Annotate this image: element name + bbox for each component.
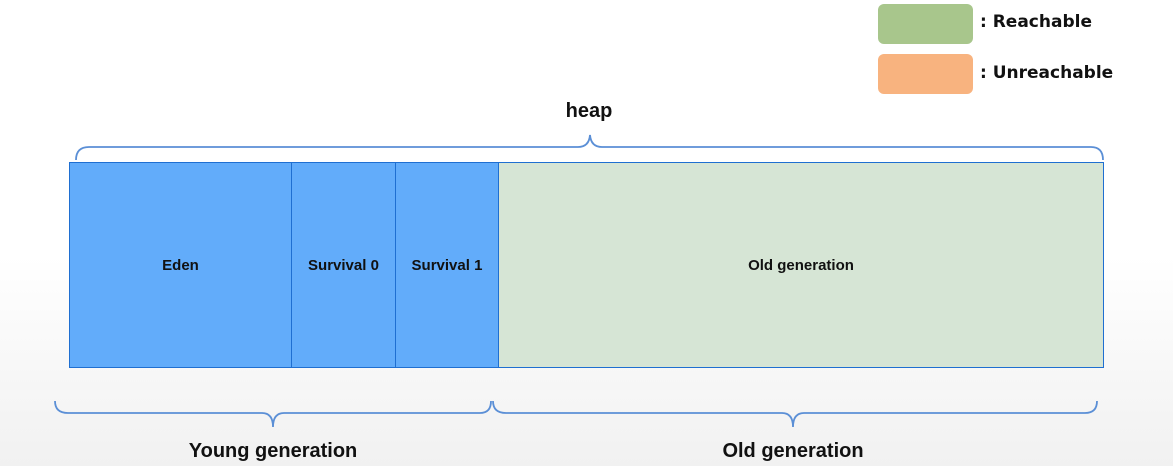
legend-label-unreachable: : Unreachable	[980, 63, 1114, 83]
survival0-block: Survival 0	[291, 162, 396, 368]
legend-label-reachable: : Reachable	[980, 12, 1092, 32]
young-generation-label: Young generation	[188, 440, 358, 462]
survival1-label: Survival 1	[411, 256, 483, 274]
old-generation-label: Old generation	[748, 256, 854, 274]
old-generation-group-label: Old generation	[722, 440, 864, 462]
survival0-label: Survival 0	[308, 256, 379, 274]
old-generation-block: Old generation	[498, 162, 1104, 368]
heap-brace	[75, 134, 1104, 161]
eden-block: Eden	[69, 162, 292, 368]
legend-swatch-unreachable	[878, 54, 973, 94]
legend-swatch-reachable	[878, 4, 973, 44]
eden-label: Eden	[162, 256, 199, 274]
young-brace	[54, 400, 492, 428]
survival1-block: Survival 1	[395, 162, 499, 368]
heap-label: heap	[565, 100, 613, 122]
old-brace	[492, 400, 1098, 428]
